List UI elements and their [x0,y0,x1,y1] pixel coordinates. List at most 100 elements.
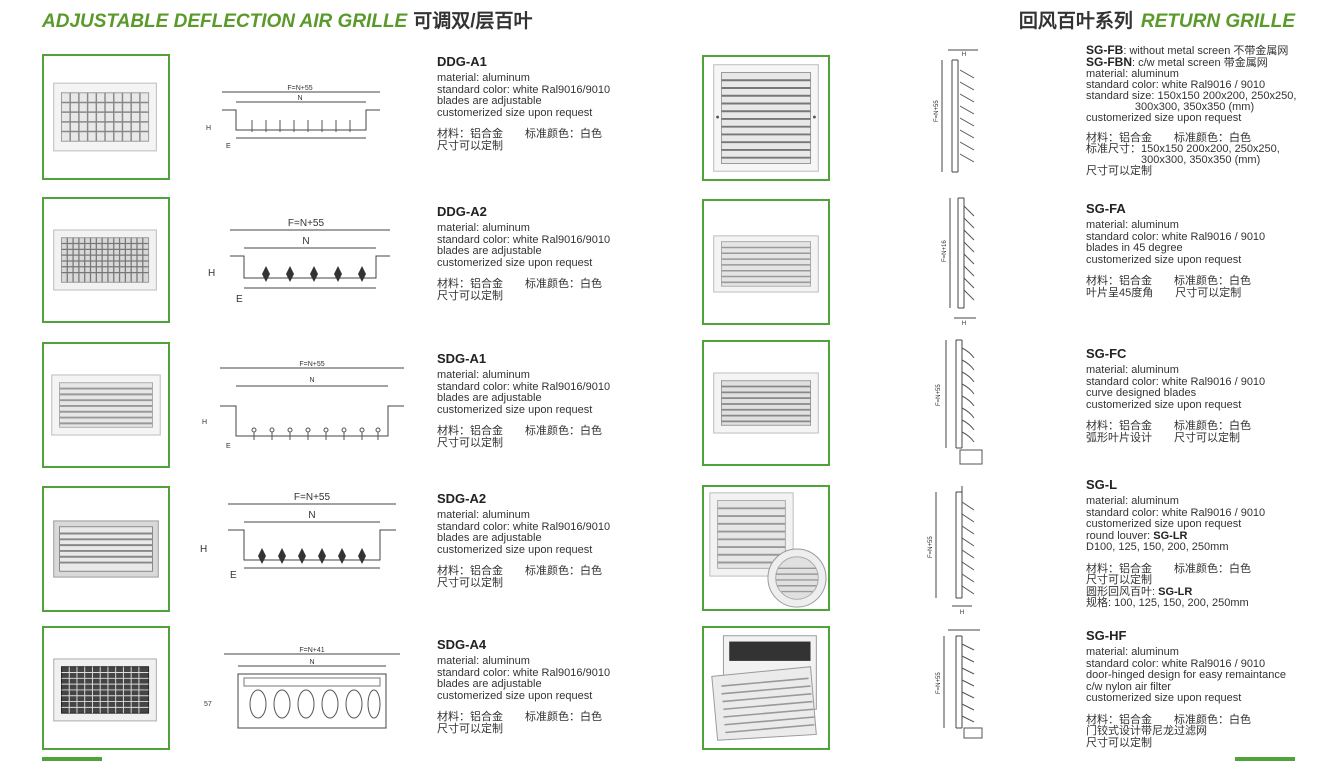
technical-drawing-sdg-a4: F=N+41 N 57 [200,642,420,734]
spec-line-cn: 材料：铝合金 标准颜色：白色 [1086,562,1251,575]
dim-f-label: F=N+55 [299,361,324,368]
product-code-note: : without metal screen 不带金属网 [1123,45,1289,57]
round-louver-code-cn: SG-LR [1158,585,1193,598]
spec-line: 300x300, 350x350 (mm) [1086,101,1255,113]
spec-line: curve designed blades [1086,387,1197,399]
spec-line: material: aluminum [437,222,530,234]
spec-line-cn: 尺寸可以定制 [1086,736,1152,749]
spec-line: customerized size upon request [1086,112,1242,124]
spec-line-cn: 材料：铝合金 标准颜色：白色 [1086,275,1251,287]
spec-line: customerized size upon request [437,403,593,416]
product-code: SG-FB [1086,43,1124,57]
dim-h-label: 57 [204,701,212,708]
spec-line-cn: 弧形叶片设计 尺寸可以定制 [1086,431,1240,444]
spec-line: standard color: white Ral9016 / 9010 [1086,79,1266,91]
product-info-sg-fc: SG-FC material: aluminum standard color:… [1086,347,1265,444]
spec-line-cn: 尺寸可以定制 [437,576,503,589]
spec-line: customerized size upon request [1086,692,1242,704]
spec-line: customerized size upon request [437,543,593,556]
product-code: SG-FA [1086,201,1126,216]
technical-drawing-sg-fa: F=N+16 H [930,192,1000,326]
product-info-ddg-a1: DDG-A1 material: aluminum standard color… [437,55,610,152]
technical-drawing-sg-fc: F=N+55 [926,336,1000,468]
technical-drawing-sdg-a1: F=N+55 N H E [196,356,420,452]
product-info-sg-hf: SG-HF material: aluminum standard color:… [1086,629,1286,749]
spec-line: door-hinged design for easy remaintance [1086,669,1286,681]
spec-line: blades are adjustable [437,392,542,404]
spec-line: material: aluminum [437,655,530,667]
dim-h-label: H [962,321,966,326]
dim-f-label: F=N+55 [294,492,331,503]
spec-line: customerized size upon request [1086,253,1242,266]
title-right-cn: 回风百叶系列 [1018,11,1133,32]
product-photo-sg-fb [702,55,830,181]
spec-line: standard color: white Ral9016 / 9010 [1086,375,1266,388]
spec-line: material: aluminum [437,72,530,84]
product-code: SDG-A2 [437,491,487,506]
spec-line: material: aluminum [1086,364,1179,376]
dim-f-label: F=N+16 [942,240,948,262]
spec-line: customerized size upon request [1086,518,1242,530]
spec-line: customerized size upon request [437,106,593,119]
spec-line: material: aluminum [1086,495,1179,507]
round-louver-code: SG-LR [1153,529,1188,542]
product-info-sg-fa: SG-FA material: aluminum standard color:… [1086,202,1265,299]
product-code: SG-HF [1086,628,1127,643]
product-photo-ddg-a1 [42,54,170,180]
product-code: DDG-A2 [437,204,487,219]
spec-line-cn: 材料：铝合金 标准颜色：白色 [1086,713,1251,726]
product-info-sdg-a2: SDG-A2 material: aluminum standard color… [437,492,610,589]
technical-drawing-ddg-a1: F=N+55 N H E [196,80,420,158]
spec-line: material: aluminum [437,509,530,521]
dim-h-label: H [202,419,207,426]
spec-line: standard color: white Ral9016 / 9010 [1086,230,1266,243]
product-code: SG-FC [1086,346,1127,361]
product-photo-sdg-a4 [42,626,170,750]
title-left-cn: 可调双/层百叶 [413,11,533,32]
spec-line: standard color: white Ral9016/9010 [437,233,611,246]
dim-e-label: E [226,143,231,150]
spec-line-cn: 材料：铝合金 标准颜色：白色 [437,425,602,437]
spec-line: standard size: 150x150 200x200, 250x250, [1086,90,1297,102]
product-info-sg-l: SG-L material: aluminum standard color: … [1086,478,1265,610]
product-photo-sg-l [702,485,830,611]
spec-line: customerized size upon request [437,689,593,702]
spec-line-cn: 材料：铝合金 标准颜色：白色 [437,711,602,723]
footer-accent-right [1235,757,1295,761]
spec-line-cn: 尺寸可以定制 [437,436,503,449]
dim-n-label: N [302,236,309,247]
spec-line-cn: 叶片呈45度角 尺寸可以定制 [1086,286,1242,299]
technical-drawing-sg-fb: H F=N+55 [930,42,1000,180]
spec-line-cn: 尺寸可以定制 [1086,574,1152,586]
spec-line-cn: 标准尺寸：150x150 200x200, 250x250, [1086,143,1280,155]
product-photo-sdg-a2 [42,486,170,612]
product-photo-ddg-a2 [42,197,170,323]
product-info-sdg-a4: SDG-A4 material: aluminum standard color… [437,638,610,735]
spec-line: material: aluminum [1086,646,1179,658]
dim-e-label: E [226,443,231,450]
product-code: SDG-A1 [437,351,487,366]
footer-accent-left [42,757,102,761]
product-code: SDG-A4 [437,637,487,652]
spec-line-cn: 尺寸可以定制 [437,139,503,152]
dim-f-label: F=N+41 [299,647,324,654]
dim-h-label: H [962,52,966,58]
spec-line: material: aluminum [1086,68,1179,80]
product-code: SG-L [1086,477,1118,492]
product-photo-sg-hf [702,626,830,750]
product-photo-sg-fc [702,340,830,466]
spec-line: blades are adjustable [437,678,542,690]
spec-line: blades in 45 degree [1086,242,1183,254]
technical-drawing-ddg-a2: F=N+55 N H E [200,214,420,306]
spec-line-cn: 尺寸可以定制 [437,289,503,302]
dim-n-label: N [308,510,315,521]
product-info-sdg-a1: SDG-A1 material: aluminum standard color… [437,352,610,449]
spec-line: standard color: white Ral9016 / 9010 [1086,657,1266,670]
spec-line-cn: 尺寸可以定制 [1086,165,1152,177]
round-louver-label: round louver: [1086,529,1154,542]
product-info-sg-fb: SG-FB: without metal screen 不带金属网 SG-FBN… [1086,43,1297,177]
spec-line: standard color: white Ral9016/9010 [437,83,611,96]
spec-line: material: aluminum [437,369,530,381]
spec-line-cn: 材料：铝合金 标准颜色：白色 [1086,420,1251,432]
